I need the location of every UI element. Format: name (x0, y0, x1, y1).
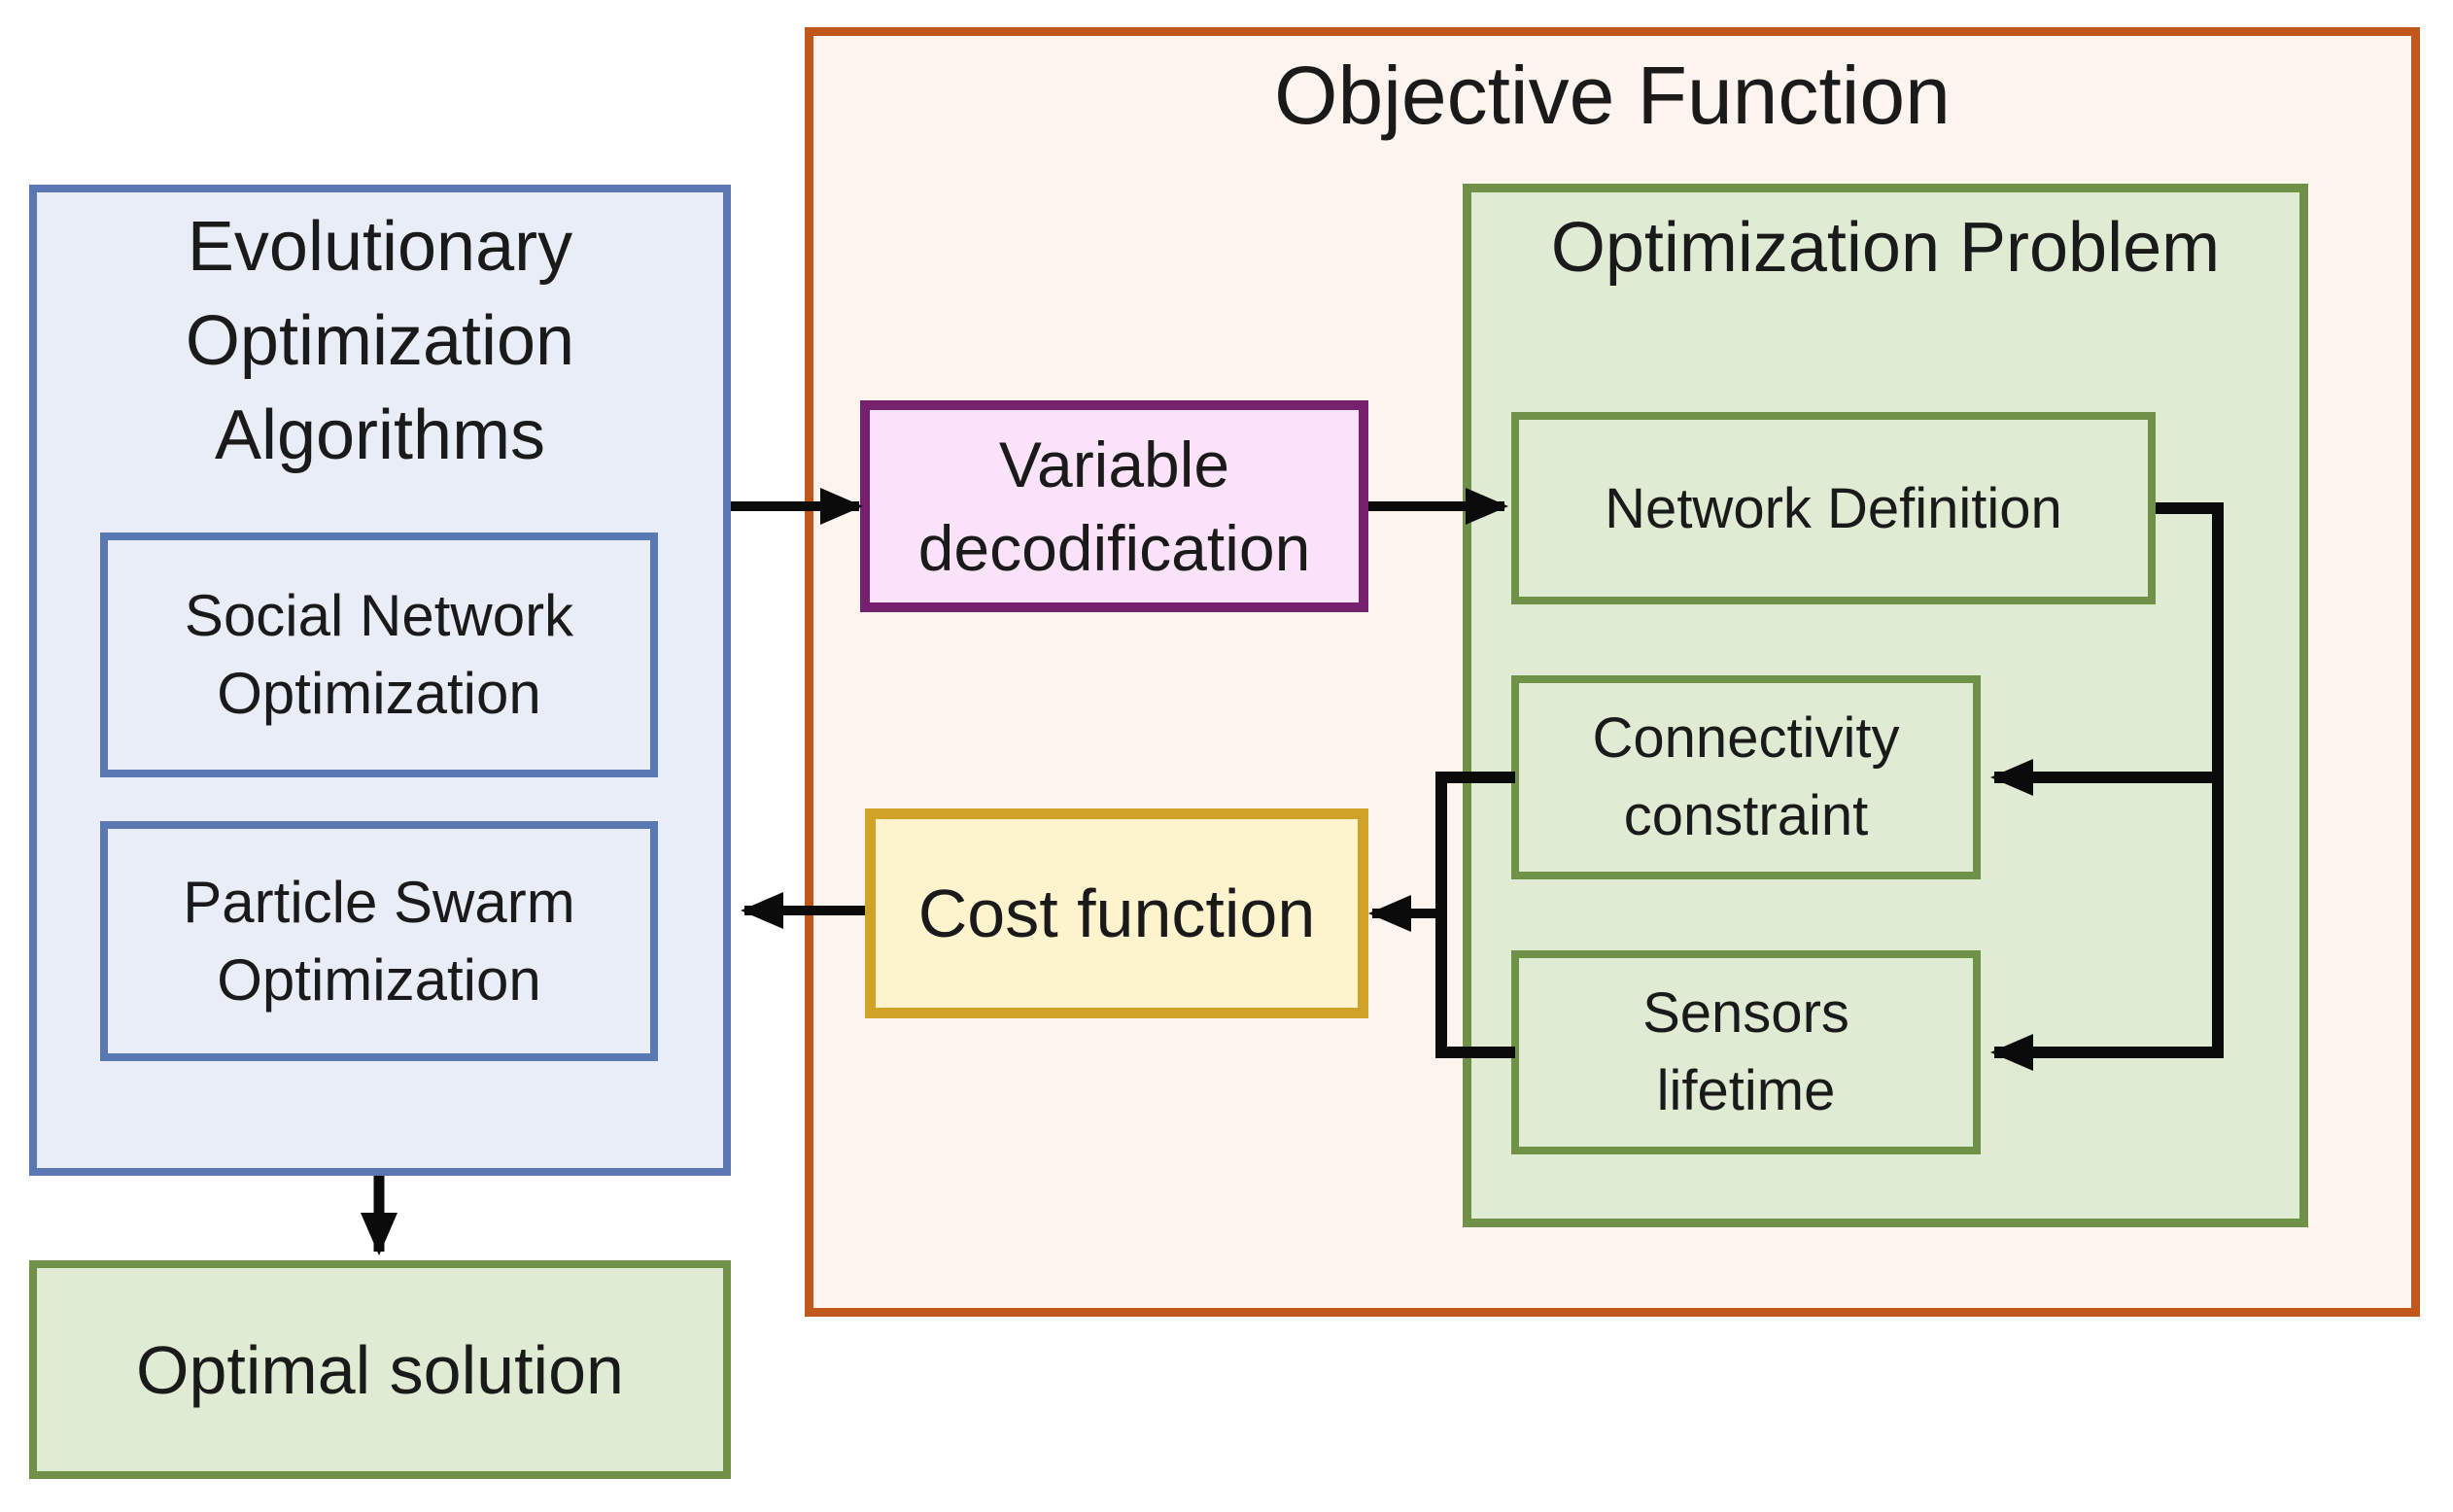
sensors-lifetime-line-1: Sensors (1642, 981, 1849, 1045)
objective-function-title: Objective Function (1274, 50, 1951, 141)
optimal-solution-box: Optimal solution (29, 1260, 731, 1479)
network-definition-box: Network Definition (1511, 412, 2156, 604)
evolutionary-title-line-3: Algorithms (214, 396, 546, 474)
variable-decodification-line-1: Variable (998, 429, 1230, 500)
social-network-line-2: Optimization (217, 661, 541, 726)
optimization-problem-title: Optimization Problem (1550, 209, 2221, 287)
connectivity-constraint-line-2: constraint (1623, 784, 1869, 847)
cost-function-label: Cost function (917, 876, 1316, 951)
connectivity-constraint-line-1: Connectivity (1592, 706, 1900, 770)
particle-swarm-line-1: Particle Swarm (183, 869, 575, 935)
connectivity-constraint-box: Connectivity constraint (1511, 675, 1981, 879)
sensors-lifetime-box: Sensors lifetime (1511, 950, 1981, 1154)
social-network-optimization-box: Social Network Optimization (100, 533, 658, 777)
particle-swarm-line-2: Optimization (217, 946, 541, 1013)
social-network-line-1: Social Network (184, 583, 574, 648)
evolutionary-title-line-2: Optimization (185, 302, 575, 380)
optimal-solution-label: Optimal solution (136, 1331, 624, 1408)
network-definition-label: Network Definition (1605, 476, 2062, 540)
variable-decodification-box: Variable decodification (860, 400, 1368, 612)
cost-function-box: Cost function (865, 808, 1368, 1018)
sensors-lifetime-line-2: lifetime (1656, 1059, 1836, 1122)
evolutionary-title-line-1: Evolutionary (187, 208, 573, 286)
variable-decodification-line-2: decodification (917, 512, 1311, 584)
particle-swarm-optimization-box: Particle Swarm Optimization (100, 821, 658, 1061)
evolutionary-algorithms-title: Evolutionary Optimization Algorithms (29, 200, 731, 483)
